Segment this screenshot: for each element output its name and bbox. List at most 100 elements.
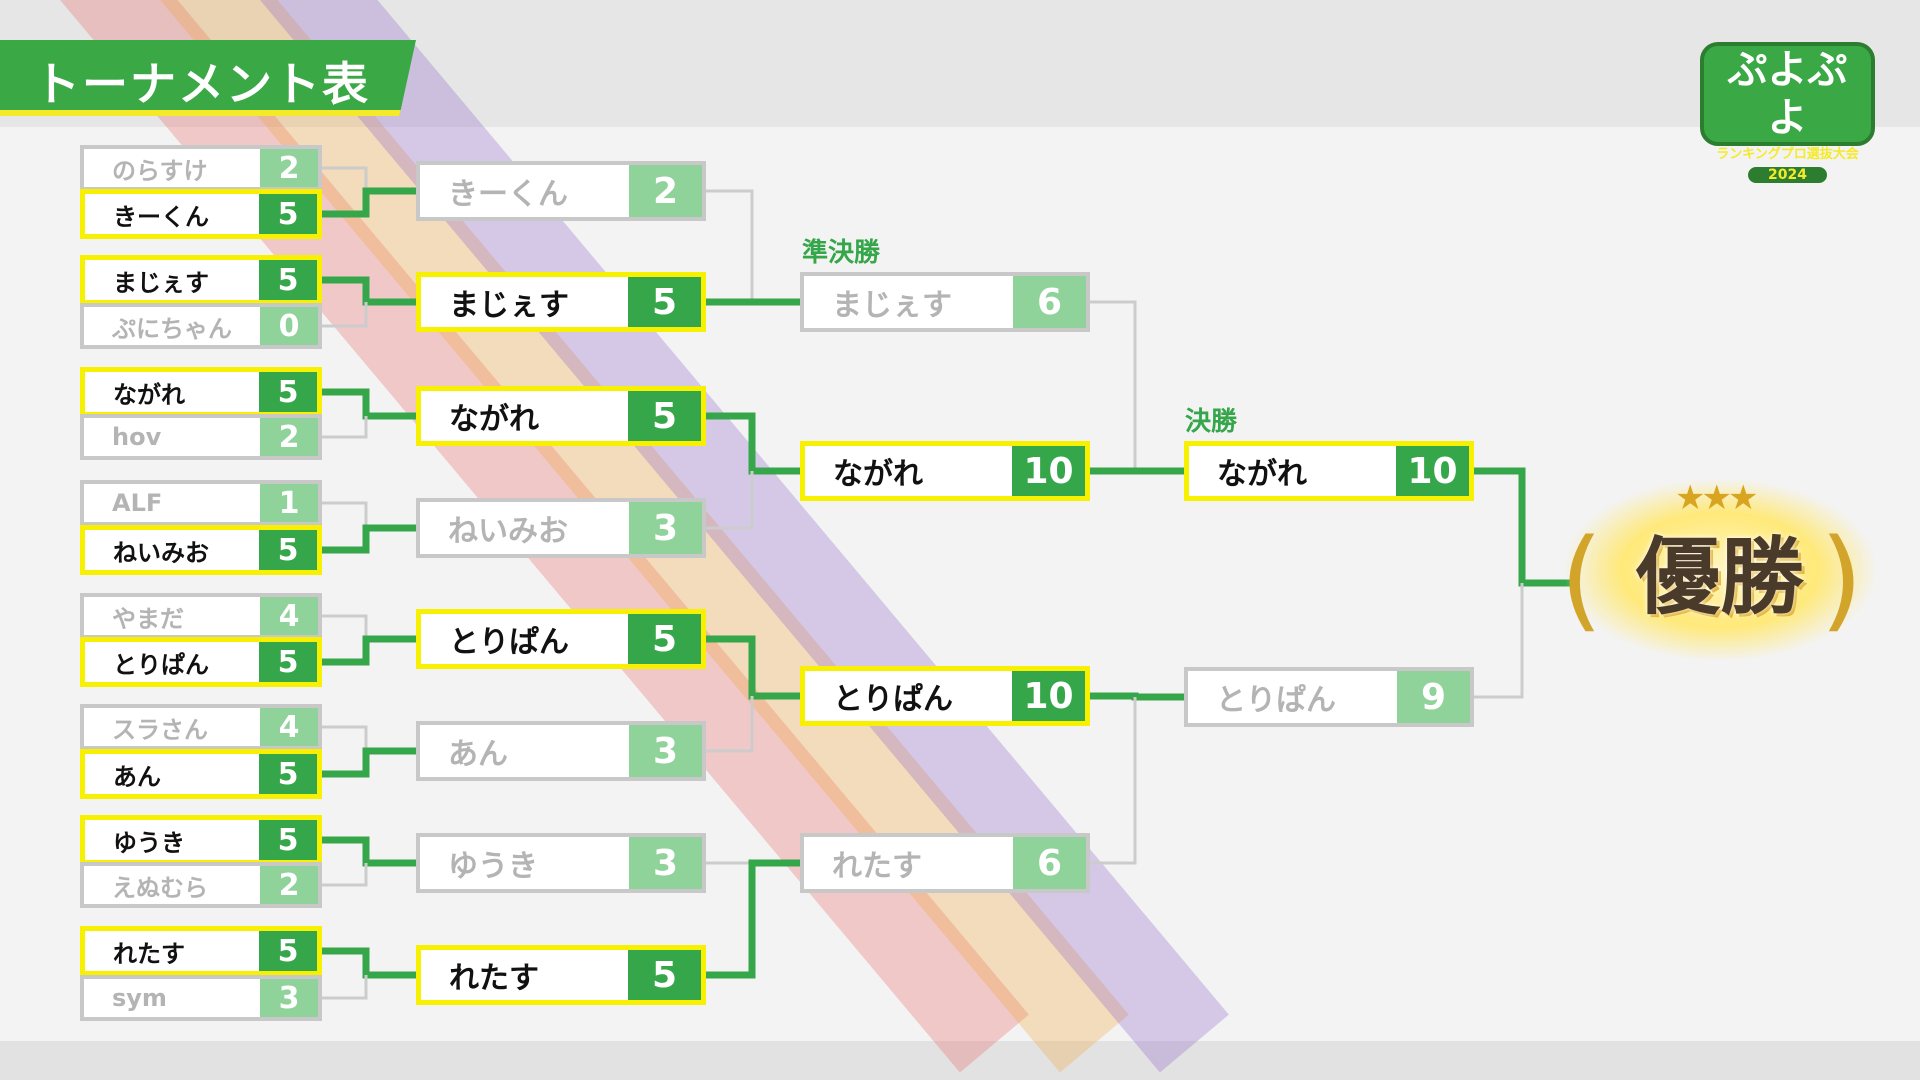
event-logo: ぷよぷよ ランキングプロ選抜大会 2024 [1700, 42, 1875, 183]
winner-path [322, 388, 416, 420]
player-name: あん [448, 737, 508, 772]
player-name: スラさん [112, 715, 208, 744]
bracket-line [322, 975, 368, 1000]
player-name: まじぇす [832, 288, 952, 323]
bracket-line [706, 189, 754, 302]
round1-slot: sym 3 [80, 975, 322, 1021]
player-score: 10 [1012, 446, 1085, 496]
final-label: 決勝 [1185, 407, 1238, 437]
player-score: 5 [628, 614, 701, 664]
player-score: 2 [629, 165, 702, 217]
semifinal-slot: とりぱん 10 [800, 666, 1090, 726]
bracket-line [1090, 697, 1137, 865]
footer-band [0, 1041, 1920, 1080]
winner-path [322, 836, 416, 867]
player-score: 10 [1012, 671, 1085, 721]
player-name: れたす [449, 961, 539, 996]
player-name: えぬむら [112, 873, 208, 902]
player-name: ALF [112, 489, 163, 517]
player-name: とりぱん [1216, 683, 1336, 718]
round1-slot: えぬむら 2 [80, 862, 322, 908]
player-score: 3 [629, 725, 702, 777]
player-name: とりぱん [113, 650, 209, 679]
player-score: 5 [259, 931, 317, 971]
player-score: 3 [629, 837, 702, 889]
player-score: 5 [259, 530, 317, 570]
winner-path [322, 276, 416, 306]
player-name: きーくん [113, 202, 209, 231]
round1-slot: ぷにちゃん 0 [80, 303, 322, 349]
player-score: 5 [628, 950, 701, 1000]
bracket-line [1474, 583, 1524, 699]
semifinal-label: 準決勝 [802, 238, 881, 268]
round2-slot: ながれ 5 [416, 386, 706, 446]
player-score: 5 [628, 391, 701, 441]
player-score: 0 [260, 307, 318, 345]
player-name: ながれ [113, 380, 185, 409]
final-slot: ながれ 10 [1184, 441, 1474, 501]
round2-slot: れたす 5 [416, 945, 706, 1005]
player-score: 5 [259, 372, 317, 412]
player-score: 4 [260, 597, 318, 635]
player-score: 2 [260, 866, 318, 904]
player-name: れたす [113, 939, 185, 968]
round1-slot: とりぱん 5 [80, 637, 322, 687]
title-banner: トーナメント表 [0, 40, 416, 116]
player-score: 10 [1396, 446, 1469, 496]
bracket-line [1090, 300, 1137, 471]
player-name: とりぱん [833, 682, 953, 717]
player-score: 3 [260, 979, 318, 1017]
player-name: hov [112, 423, 162, 451]
player-name: ぷにちゃん [112, 314, 232, 343]
player-score: 9 [1397, 671, 1470, 723]
player-name: ゆうき [113, 828, 185, 857]
player-name: のらすけ [112, 156, 208, 185]
winner-path [706, 412, 800, 475]
winner-path [706, 635, 800, 700]
player-score: 5 [259, 642, 317, 682]
bracket-line [322, 416, 368, 439]
bracket-line [322, 166, 368, 191]
winner-path [322, 635, 416, 666]
round1-slot: ねいみお 5 [80, 525, 322, 575]
round1-slot: ゆうき 5 [80, 815, 322, 865]
logo-year: 2024 [1748, 167, 1827, 183]
player-name: ねいみお [113, 538, 209, 567]
player-name: ながれ [449, 402, 539, 437]
round1-slot: hov 2 [80, 414, 322, 460]
round2-slot: あん 3 [416, 721, 706, 781]
player-score: 2 [260, 418, 318, 456]
player-name: sym [112, 984, 167, 1012]
player-name: あん [113, 762, 161, 791]
round1-slot: ながれ 5 [80, 367, 322, 417]
winner-path [1090, 692, 1184, 701]
player-score: 5 [628, 277, 701, 327]
final-slot: とりぱん 9 [1184, 667, 1474, 727]
round1-slot: やまだ 4 [80, 593, 322, 639]
player-score: 1 [260, 484, 318, 522]
player-score: 2 [260, 149, 318, 187]
round1-slot: のらすけ 2 [80, 145, 322, 191]
player-name: ながれ [1217, 457, 1307, 492]
player-name: やまだ [112, 604, 184, 633]
player-name: れたす [832, 849, 922, 884]
winner-path [1474, 467, 1575, 587]
winner-path [322, 947, 416, 979]
page-title: トーナメント表 [34, 57, 370, 111]
player-score: 5 [259, 820, 317, 860]
laurel-right-icon: ) [1820, 515, 1863, 643]
champion-emblem: 優勝 [1565, 480, 1875, 660]
bracket-line [322, 302, 368, 328]
player-name: まじぇす [113, 268, 209, 297]
bracket-line [322, 863, 368, 887]
